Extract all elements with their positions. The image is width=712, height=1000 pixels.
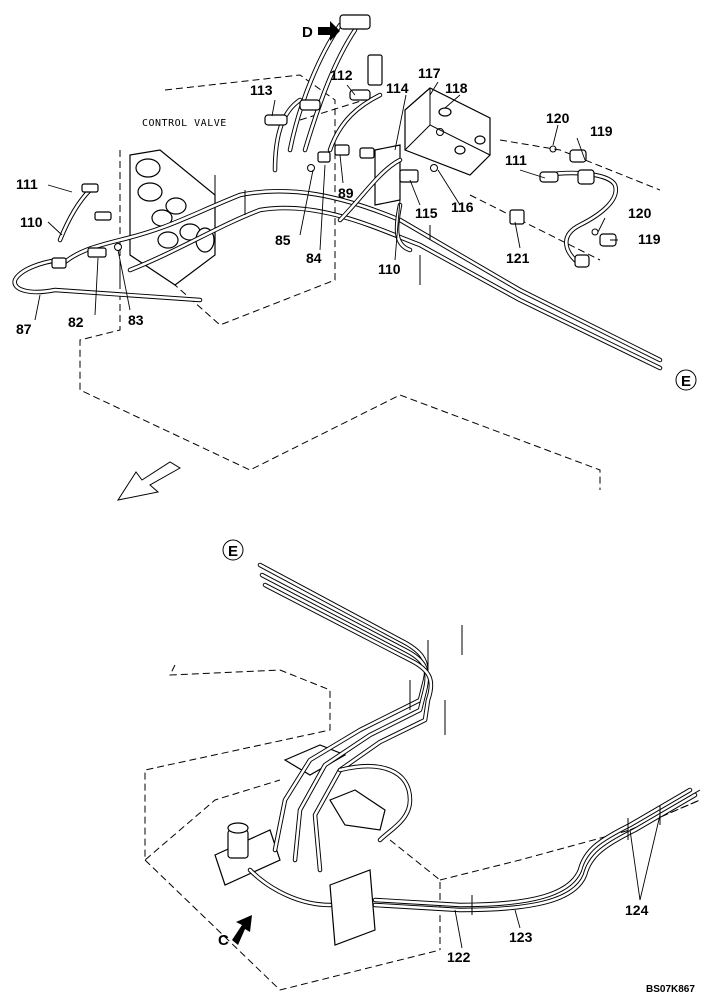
fittings-upper bbox=[51, 14, 617, 269]
frame-outline-upper bbox=[79, 74, 601, 490]
callout-89: 89 bbox=[338, 185, 354, 201]
hose-clamps-lower bbox=[409, 625, 661, 915]
leader-lines-upper bbox=[34, 81, 618, 321]
hose-bundle-lower bbox=[247, 562, 698, 913]
callout-119-top: 119 bbox=[590, 123, 613, 139]
callout-112: 112 bbox=[330, 67, 353, 83]
diagram-labels: CONTROL VALVE D C E E BS07K867 bbox=[142, 24, 695, 995]
callout-115: 115 bbox=[415, 205, 438, 221]
callout-110-left: 110 bbox=[20, 214, 43, 230]
leader-lines-lower bbox=[454, 814, 661, 949]
solenoid-valve-block bbox=[374, 87, 491, 206]
callout-114: 114 bbox=[386, 80, 409, 96]
view-c-label: C bbox=[218, 932, 229, 949]
frame-outline-lower bbox=[144, 664, 701, 991]
callout-123: 123 bbox=[509, 929, 533, 945]
connector-e-top-label: E bbox=[681, 373, 691, 390]
callout-113: 113 bbox=[250, 82, 273, 98]
connector-e-bottom-circle bbox=[222, 539, 244, 561]
callout-116: 116 bbox=[451, 199, 474, 215]
callout-111-right: 111 bbox=[505, 152, 527, 168]
hose-clamps-upper bbox=[119, 175, 431, 285]
pilot-hose-bundle-upper bbox=[12, 22, 663, 371]
connector-e-bottom-label: E bbox=[228, 543, 238, 560]
callout-122: 122 bbox=[447, 949, 471, 965]
lower-assembly-view bbox=[144, 539, 701, 991]
callout-84: 84 bbox=[306, 250, 322, 266]
front-direction-arrow-icon bbox=[116, 461, 181, 501]
upper-assembly-view bbox=[12, 14, 697, 501]
callout-121: 121 bbox=[506, 250, 530, 266]
callout-85: 85 bbox=[275, 232, 291, 248]
callout-118: 118 bbox=[445, 80, 468, 96]
callout-87: 87 bbox=[16, 321, 32, 337]
part-number-callouts: 111 110 87 82 83 113 112 117 114 118 89 … bbox=[16, 65, 661, 965]
callout-117: 117 bbox=[418, 65, 441, 81]
callout-119-bottom: 119 bbox=[638, 231, 661, 247]
view-d-arrow-icon bbox=[318, 21, 340, 41]
callout-82: 82 bbox=[68, 314, 84, 330]
view-d-label: D bbox=[302, 24, 313, 41]
swing-valve-block bbox=[214, 744, 386, 946]
callout-120-bottom: 120 bbox=[628, 205, 652, 221]
callout-111-left: 111 bbox=[16, 176, 38, 192]
view-c-arrow-icon bbox=[232, 915, 252, 945]
callout-83: 83 bbox=[128, 312, 144, 328]
callout-110-right: 110 bbox=[378, 261, 401, 277]
control-valve-label: CONTROL VALVE bbox=[142, 118, 227, 129]
connector-e-top-circle bbox=[675, 369, 697, 391]
drawing-code-label: BS07K867 bbox=[646, 984, 695, 995]
callout-120-top: 120 bbox=[546, 110, 570, 126]
callout-124: 124 bbox=[625, 902, 649, 918]
